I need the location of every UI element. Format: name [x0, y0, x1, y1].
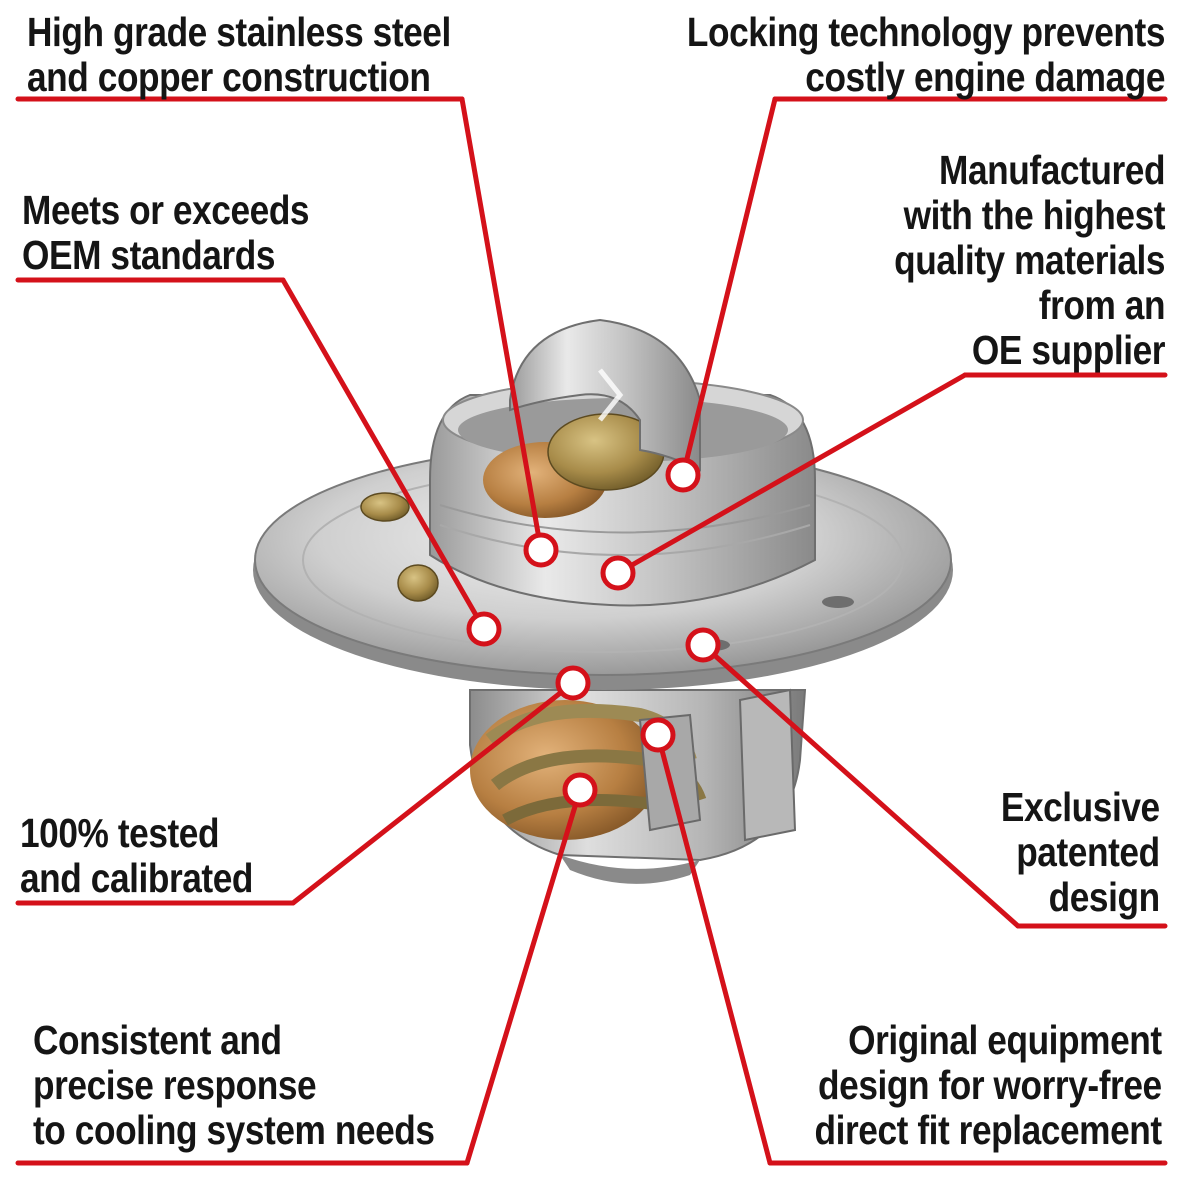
callout-line: 100% tested: [20, 810, 220, 856]
callout-line: Meets or exceeds: [22, 187, 310, 233]
leader-line-tested-calibrated: [290, 680, 576, 906]
marker-direct-fit: [640, 717, 676, 753]
callout-line: and calibrated: [20, 855, 254, 901]
callout-stainless-steel-copper: High grade stainless steel and copper co…: [27, 10, 451, 100]
leader-line-oem-standards: [280, 277, 487, 632]
leader-line-stainless-steel-copper: [459, 96, 544, 553]
callout-line: direct fit replacement: [814, 1107, 1163, 1153]
callout-markers: [466, 457, 721, 808]
callout-line: from an: [1038, 282, 1166, 328]
callout-line: Original equipment: [848, 1017, 1162, 1063]
callout-line: patented: [1016, 829, 1161, 875]
leader-line-oe-supplier-materials: [615, 372, 968, 576]
lower-cup: [469, 688, 807, 884]
callout-line: High grade stainless steel: [27, 9, 451, 55]
callout-oem-standards: Meets or exceeds OEM standards: [22, 187, 310, 278]
callout-underlines: [15, 96, 1168, 1166]
callout-oe-supplier-materials: Manufactured with the highest quality ma…: [894, 148, 1165, 373]
callout-line: Exclusive: [1001, 784, 1160, 830]
leader-lines: [280, 96, 1021, 1166]
callout-line: OEM standards: [22, 232, 276, 278]
marker-precise-response: [562, 772, 598, 808]
callout-line: design for worry-free: [818, 1062, 1162, 1108]
callout-line: and copper construction: [27, 54, 431, 100]
thermostat-illustration: [253, 318, 953, 884]
callout-direct-fit: Original equipment design for worry-free…: [814, 1017, 1163, 1153]
callout-line: design: [1048, 874, 1160, 920]
marker-patented-design: [685, 627, 721, 663]
marker-oe-supplier-materials: [600, 555, 636, 591]
marker-oem-standards: [466, 611, 502, 647]
marker-tested-calibrated: [555, 665, 591, 701]
leader-line-locking-technology: [680, 96, 778, 478]
leader-line-direct-fit: [655, 732, 773, 1166]
leader-line-patented-design: [700, 642, 1021, 929]
callout-line: Locking technology prevents: [686, 9, 1166, 55]
marker-locking-technology: [665, 457, 701, 493]
callout-line: costly engine damage: [805, 54, 1165, 100]
callout-patented-design: Exclusive patented design: [1001, 785, 1160, 920]
callout-locking-technology: Locking technology prevents costly engin…: [686, 9, 1166, 100]
callout-precise-response: Consistent and precise response to cooli…: [33, 1018, 435, 1153]
callout-tested-calibrated: 100% tested and calibrated: [20, 811, 253, 901]
callout-line: to cooling system needs: [33, 1107, 435, 1153]
callout-line: Manufactured: [938, 147, 1165, 193]
callout-line: quality materials: [894, 237, 1165, 283]
callout-line: precise response: [33, 1062, 317, 1108]
leader-line-precise-response: [464, 787, 583, 1166]
callout-line: Consistent and: [33, 1017, 282, 1063]
callout-line: with the highest: [903, 192, 1166, 238]
callout-line: OE supplier: [971, 327, 1166, 373]
marker-stainless-steel-copper: [523, 532, 559, 568]
